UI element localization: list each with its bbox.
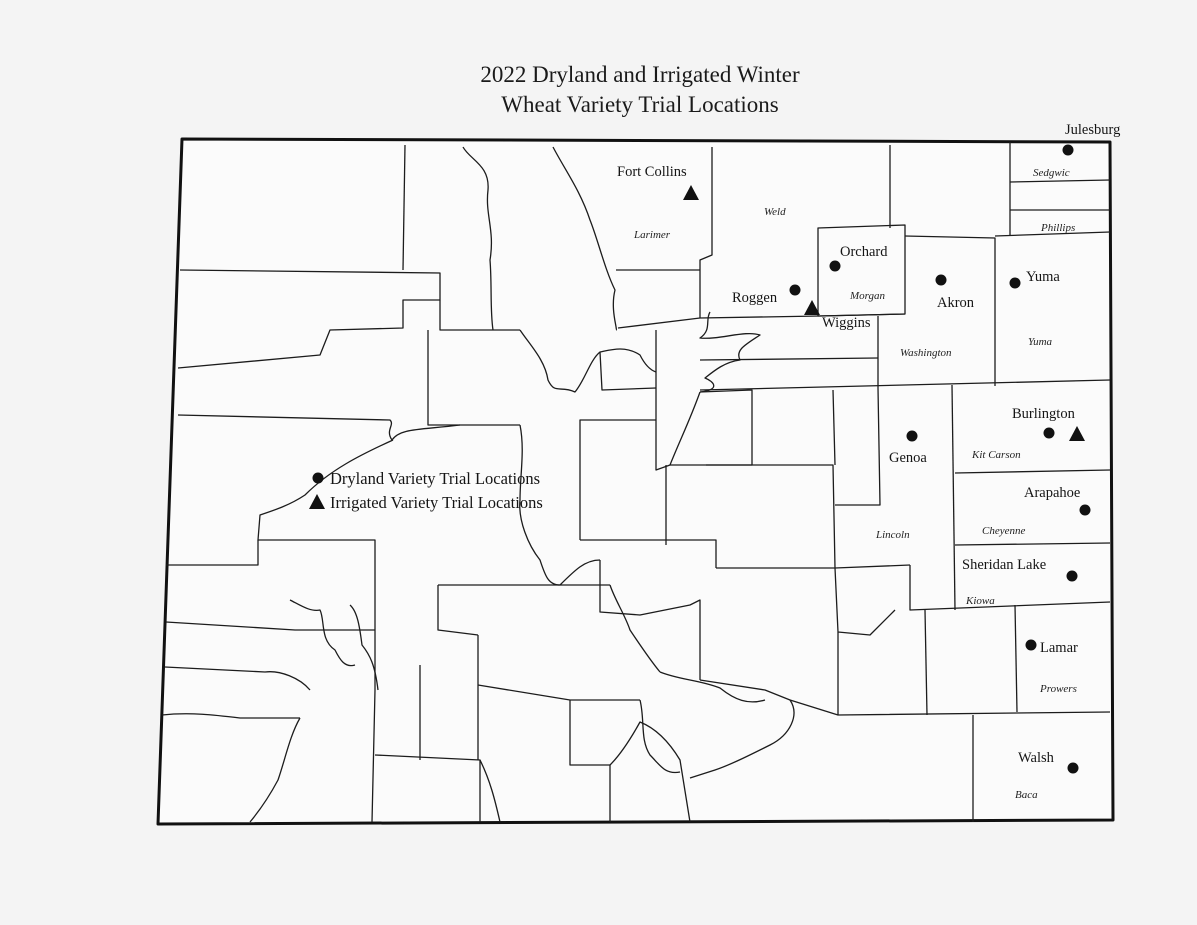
dryland-marker-genoa xyxy=(906,430,918,442)
dryland-marker-lamar xyxy=(1025,639,1037,651)
dryland-marker-walsh xyxy=(1067,762,1079,774)
county-label-washington: Washington xyxy=(900,347,952,359)
town-label-roggen: Roggen xyxy=(732,290,778,306)
county-boundaries xyxy=(161,142,1111,823)
legend-dryland-label: Dryland Variety Trial Locations xyxy=(330,469,540,488)
county-label-prowers: Prowers xyxy=(1039,683,1077,695)
legend-dryland-dot-icon xyxy=(312,472,324,484)
town-label-sheridan-lake: Sheridan Lake xyxy=(962,557,1046,573)
county-label-baca: Baca xyxy=(1015,789,1038,801)
town-label-burlington: Burlington xyxy=(1012,406,1076,422)
dryland-marker-arapahoe xyxy=(1079,504,1091,516)
dryland-marker-roggen xyxy=(789,284,801,296)
legend-irrigated-label: Irrigated Variety Trial Locations xyxy=(330,493,543,512)
irrigated-marker-wiggins xyxy=(804,300,820,315)
town-label-lamar: Lamar xyxy=(1040,640,1078,656)
county-label-morgan: Morgan xyxy=(849,290,886,302)
town-label-arapahoe: Arapahoe xyxy=(1024,485,1080,501)
dryland-marker-yuma xyxy=(1009,277,1021,289)
state-border xyxy=(156,137,1115,826)
town-label-orchard: Orchard xyxy=(840,244,888,260)
irrigated-marker-fort-collins xyxy=(683,185,699,200)
trial-markers xyxy=(683,144,1091,774)
map-legend: Dryland Variety Trial Locations Irrigate… xyxy=(309,469,543,512)
dryland-marker-julesburg xyxy=(1062,144,1074,156)
dryland-marker-sheridan-lake xyxy=(1066,570,1078,582)
town-label-akron: Akron xyxy=(937,295,975,311)
town-labels: Julesburg Fort Collins Orchard Roggen Wi… xyxy=(617,122,1120,766)
county-label-phillips: Phillips xyxy=(1040,222,1075,234)
county-label-sedgwick: Sedgwic xyxy=(1033,167,1070,179)
county-label-kit-carson: Kit Carson xyxy=(971,449,1021,461)
legend-irrigated-triangle-icon xyxy=(309,494,325,509)
town-label-walsh: Walsh xyxy=(1018,750,1055,766)
dryland-marker-burlington xyxy=(1043,427,1055,439)
county-label-yuma: Yuma xyxy=(1028,336,1053,348)
irrigated-marker-burlington xyxy=(1069,426,1085,441)
county-label-larimer: Larimer xyxy=(633,229,671,241)
town-label-wiggins: Wiggins xyxy=(822,315,871,331)
dryland-marker-akron xyxy=(935,274,947,286)
town-label-julesburg: Julesburg xyxy=(1065,122,1120,138)
county-label-weld: Weld xyxy=(764,206,786,218)
map-title-line-1: 2022 Dryland and Irrigated Winter xyxy=(480,62,800,87)
town-label-genoa: Genoa xyxy=(889,450,927,466)
county-label-kiowa: Kiowa xyxy=(965,595,995,607)
county-label-lincoln: Lincoln xyxy=(875,529,910,541)
map-title-line-2: Wheat Variety Trial Locations xyxy=(501,92,778,117)
town-label-yuma: Yuma xyxy=(1026,269,1060,285)
county-label-cheyenne: Cheyenne xyxy=(982,525,1025,537)
dryland-marker-orchard xyxy=(829,260,841,272)
town-label-fort-collins: Fort Collins xyxy=(617,164,687,180)
county-labels: Sedgwic Phillips Weld Larimer Morgan Was… xyxy=(633,167,1077,801)
